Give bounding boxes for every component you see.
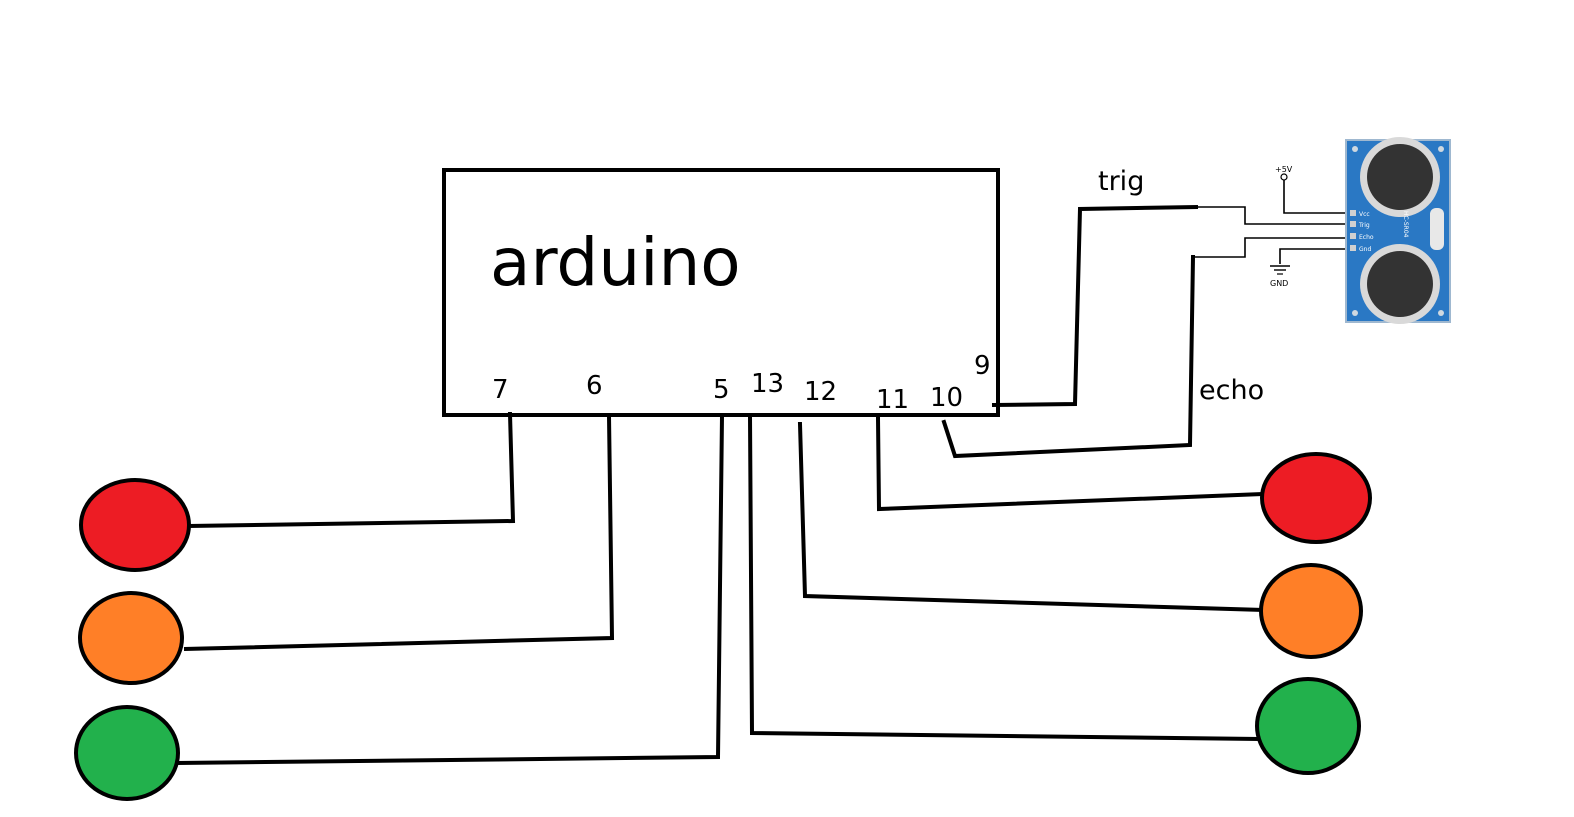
gnd-connector [1279,248,1352,264]
pin-label-7: 7 [492,375,509,405]
sensor-pin-trig: Trig [1358,222,1370,229]
pin-label-10: 10 [930,383,963,413]
ground-icon [1270,265,1290,275]
wire-pin7-red-led [187,411,516,529]
echo-label: echo [1199,375,1264,406]
led-right-red [1260,452,1372,544]
sensor-pin-echo: Echo [1359,234,1374,241]
wire-pin11-red-led [875,415,1267,512]
wire-pin13-green-led [747,413,1261,742]
pin-label-12: 12 [804,377,837,407]
pin-label-6: 6 [586,371,603,401]
vcc-connector [1283,176,1352,214]
wire-pin6-orange-led [183,413,615,652]
echo-connector [1193,237,1352,258]
board-label: arduino [490,224,741,301]
pin-label-13: 13 [751,369,784,399]
led-right-green [1255,677,1361,775]
led-left-orange [78,591,184,685]
arduino-board [442,168,1000,417]
sensor-pin-vcc: Vcc [1359,211,1370,218]
wire-pin5-green-led [175,413,725,766]
pin-label-5: 5 [713,375,730,405]
pin-label-11: 11 [876,385,909,415]
pin-label-9: 9 [974,351,991,381]
trig-label: trig [1098,166,1144,197]
led-left-green [74,705,180,801]
ultrasonic-sensor-icon [1345,137,1451,324]
sensor-model-label: HC-SR04 [1402,211,1409,238]
led-right-orange [1259,563,1363,659]
led-left-red [79,478,191,572]
gnd-label: GND [1270,279,1288,288]
vcc-label: +5V [1275,165,1293,174]
vcc-terminal-icon [1280,173,1288,181]
wire-pin9-trig [991,204,1199,408]
sensor-pin-gnd: Gnd [1359,246,1371,253]
trig-connector [1196,206,1352,225]
wire-pin12-orange-led [797,421,1265,613]
wire-pin10-echo [941,254,1196,459]
